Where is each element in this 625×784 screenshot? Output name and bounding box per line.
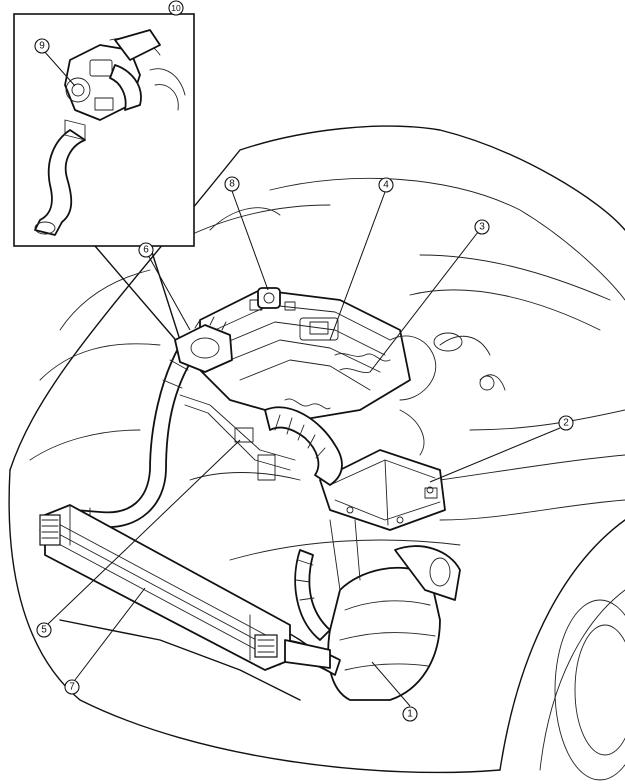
callout-4: 4 — [378, 177, 394, 193]
callout-1: 1 — [402, 706, 418, 722]
callout-10: 10 — [168, 0, 184, 16]
svg-text:7: 7 — [69, 682, 75, 693]
mounting-bracket — [179, 394, 296, 481]
svg-text:6: 6 — [143, 245, 149, 256]
callout-9: 9 — [34, 38, 50, 54]
callout-2: 2 — [558, 415, 574, 431]
callout-8: 8 — [224, 176, 240, 192]
svg-text:1: 1 — [407, 709, 413, 720]
svg-text:4: 4 — [383, 180, 389, 191]
air-cleaner-housing — [319, 449, 446, 531]
callout-5: 5 — [36, 622, 52, 638]
intercooler — [39, 504, 331, 671]
callout-6: 6 — [138, 242, 154, 258]
callout-7: 7 — [64, 679, 80, 695]
intake-air-duct — [264, 406, 343, 486]
engine-block — [199, 288, 437, 456]
callout-3: 3 — [474, 219, 490, 235]
turbocharger — [174, 287, 281, 373]
svg-text:2: 2 — [563, 418, 569, 429]
svg-text:8: 8 — [229, 179, 235, 190]
leader-lines — [43, 50, 561, 707]
svg-text:10: 10 — [171, 3, 181, 13]
svg-text:9: 9 — [39, 41, 45, 52]
svg-text:5: 5 — [41, 625, 47, 636]
inset-detail-frame — [13, 13, 195, 346]
resonance-chamber — [327, 519, 461, 701]
svg-text:3: 3 — [479, 222, 485, 233]
